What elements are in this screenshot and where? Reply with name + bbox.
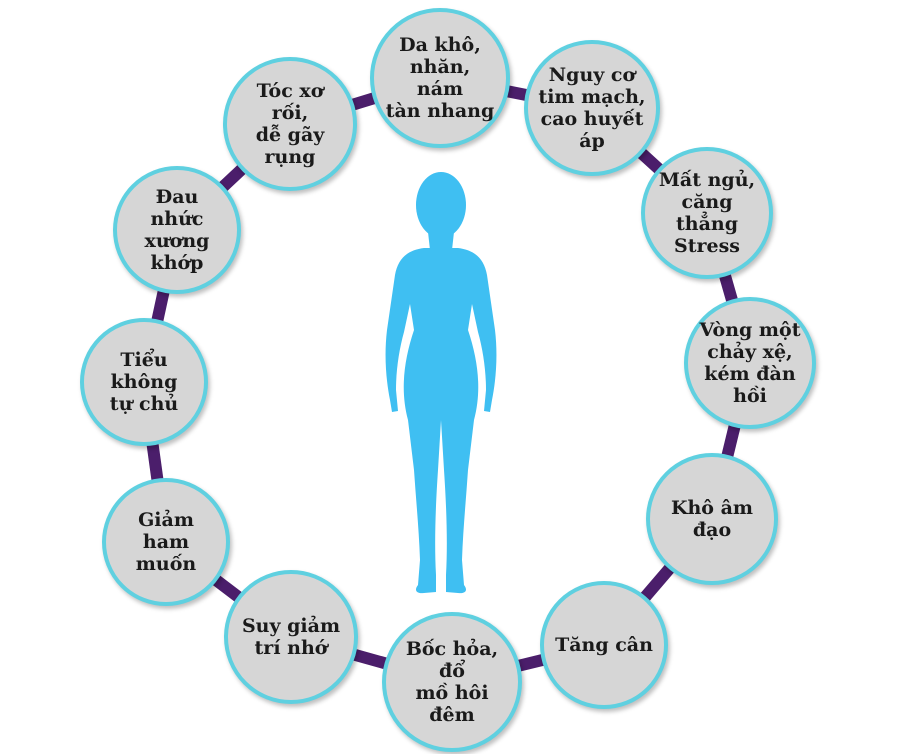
- symptom-label: Bốc hỏa, đổ mồ hôi đêm: [405, 638, 499, 726]
- symptom-node-boc-hoa: Bốc hỏa, đổ mồ hôi đêm: [382, 612, 522, 752]
- symptom-node-mat-ngu: Mất ngủ, căng thẳng Stress: [641, 147, 773, 279]
- symptom-node-da-kho: Da khô, nhăn, nám tàn nhang: [370, 8, 510, 148]
- symptom-label: Da khô, nhăn, nám tàn nhang: [385, 34, 495, 122]
- symptom-node-dau-nhuc: Đau nhức xương khớp: [113, 166, 241, 294]
- symptom-node-suy-giam-tri-nho: Suy giảm trí nhớ: [224, 570, 358, 704]
- symptom-node-nguy-co-tim-mach: Nguy cơ tim mạch, cao huyết áp: [524, 40, 660, 176]
- symptom-label: Đau nhức xương khớp: [144, 186, 210, 274]
- symptom-node-tang-can: Tăng cân: [540, 581, 668, 709]
- symptom-label: Suy giảm trí nhớ: [241, 615, 341, 659]
- symptom-node-giam-ham-muon: Giảm ham muốn: [102, 478, 230, 606]
- symptom-label: Nguy cơ tim mạch, cao huyết áp: [538, 64, 646, 152]
- symptom-label: Tăng cân: [555, 634, 653, 656]
- symptom-label: Tóc xơ rối, dễ gãy rụng: [255, 80, 325, 168]
- symptom-label: Khô âm đạo: [670, 497, 754, 541]
- symptom-node-vong-mot: Vòng một chảy xệ, kém đàn hồi: [684, 297, 816, 429]
- symptom-node-tieu-khong-tu-chu: Tiểu không tự chủ: [80, 318, 208, 446]
- symptom-node-toc-xo-roi: Tóc xơ rối, dễ gãy rụng: [223, 57, 357, 191]
- symptom-label: Tiểu không tự chủ: [109, 349, 179, 415]
- symptom-label: Vòng một chảy xệ, kém đàn hồi: [699, 319, 801, 407]
- symptom-label: Giảm ham muốn: [135, 509, 197, 575]
- symptom-label: Mất ngủ, căng thẳng Stress: [658, 169, 756, 257]
- woman-silhouette-icon: [385, 172, 497, 594]
- symptom-node-kho-am-dao: Khô âm đạo: [646, 453, 778, 585]
